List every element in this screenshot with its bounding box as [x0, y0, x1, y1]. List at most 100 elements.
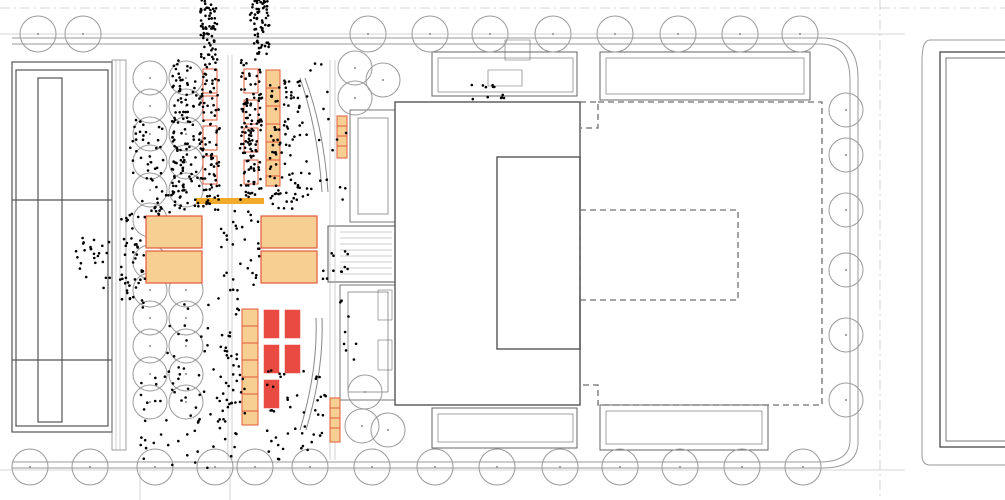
block-outline [12, 37, 1005, 469]
person-dot [213, 28, 217, 31]
person-dot [245, 97, 249, 101]
central-building [327, 101, 581, 406]
person-dot [225, 398, 229, 402]
person-dot [126, 291, 129, 295]
person-dot [231, 288, 235, 292]
person-dot [282, 207, 286, 210]
person-dot [253, 193, 257, 196]
person-dot [309, 69, 312, 72]
person-dot [141, 138, 145, 141]
person-dot [274, 107, 278, 111]
person-dot [243, 238, 247, 241]
person-dot [153, 167, 157, 170]
market-pavilions [145, 215, 318, 284]
person-dot [178, 206, 181, 210]
person-dot [278, 143, 281, 146]
person-dot [258, 187, 261, 190]
tree-trunk [81, 32, 85, 36]
person-dot [313, 62, 317, 65]
person-dot [141, 199, 144, 203]
person-dot [306, 448, 309, 452]
tree-trunk [844, 398, 848, 402]
tree-canopy [168, 300, 204, 336]
person-dot [186, 120, 190, 123]
tree-trunk [558, 465, 562, 469]
person-dot [240, 58, 243, 62]
person-dot [167, 370, 171, 373]
person-dot [181, 169, 185, 172]
small-right-benches [329, 115, 348, 443]
tree-trunk [253, 465, 257, 469]
tree-trunk [678, 465, 682, 469]
person-dot [265, 8, 269, 11]
person-dot [291, 138, 295, 141]
person-dot [269, 134, 273, 138]
person-dot [142, 254, 145, 257]
person-dot [299, 171, 303, 175]
person-dot [286, 398, 290, 402]
person-dot [128, 296, 132, 300]
person-dot [84, 275, 88, 279]
person-dot [202, 75, 205, 79]
person-dot [197, 204, 200, 208]
person-dot [167, 194, 170, 197]
person-dot [198, 393, 201, 397]
person-dot [159, 433, 163, 436]
person-dot [160, 127, 164, 131]
person-dot [173, 116, 176, 120]
tree-canopy [828, 92, 864, 128]
person-dot [171, 74, 174, 78]
person-dot [271, 385, 275, 389]
tree-canopy [349, 15, 387, 53]
person-dot [118, 278, 122, 281]
person-dot [331, 148, 334, 152]
person-dot [120, 297, 124, 301]
person-dot [198, 97, 201, 100]
person-dot [256, 220, 260, 223]
person-dot [218, 426, 222, 430]
person-dot [266, 14, 270, 17]
person-dot [249, 19, 252, 22]
person-dot [270, 95, 274, 99]
person-dot [168, 324, 171, 328]
person-dot [238, 400, 242, 404]
person-dot [194, 170, 198, 174]
person-dot [242, 142, 245, 146]
person-dot [125, 216, 128, 220]
person-dot [290, 207, 294, 210]
person-dot [287, 104, 290, 107]
person-dot [249, 259, 253, 262]
person-dot [173, 161, 177, 164]
person-dot [280, 176, 284, 179]
person-dot [179, 204, 182, 207]
person-dot [248, 72, 251, 75]
person-dot [220, 245, 223, 249]
person-dot [225, 234, 228, 237]
person-dot [204, 14, 207, 18]
person-dot [241, 71, 244, 75]
person-dot [295, 394, 299, 397]
person-dot [184, 396, 187, 399]
person-dot [293, 181, 297, 185]
person-dot [177, 439, 180, 443]
person-dot [259, 128, 262, 132]
person-dot [163, 375, 167, 379]
person-dot [183, 324, 187, 327]
person-dot [286, 127, 290, 130]
person-dot [186, 83, 189, 87]
person-dot [215, 131, 218, 134]
person-dot [296, 183, 300, 187]
person-dot [130, 237, 133, 240]
person-dot [263, 5, 266, 8]
person-dot [206, 195, 209, 198]
person-dot [269, 196, 273, 200]
person-dot [142, 123, 145, 127]
person-dot [147, 141, 150, 145]
person-dot [276, 443, 280, 447]
person-dot [202, 119, 205, 122]
person-dot [300, 446, 303, 450]
person-dot [266, 0, 269, 3]
person-dot [282, 124, 286, 127]
person-dot [192, 105, 195, 108]
person-dot [153, 399, 157, 403]
